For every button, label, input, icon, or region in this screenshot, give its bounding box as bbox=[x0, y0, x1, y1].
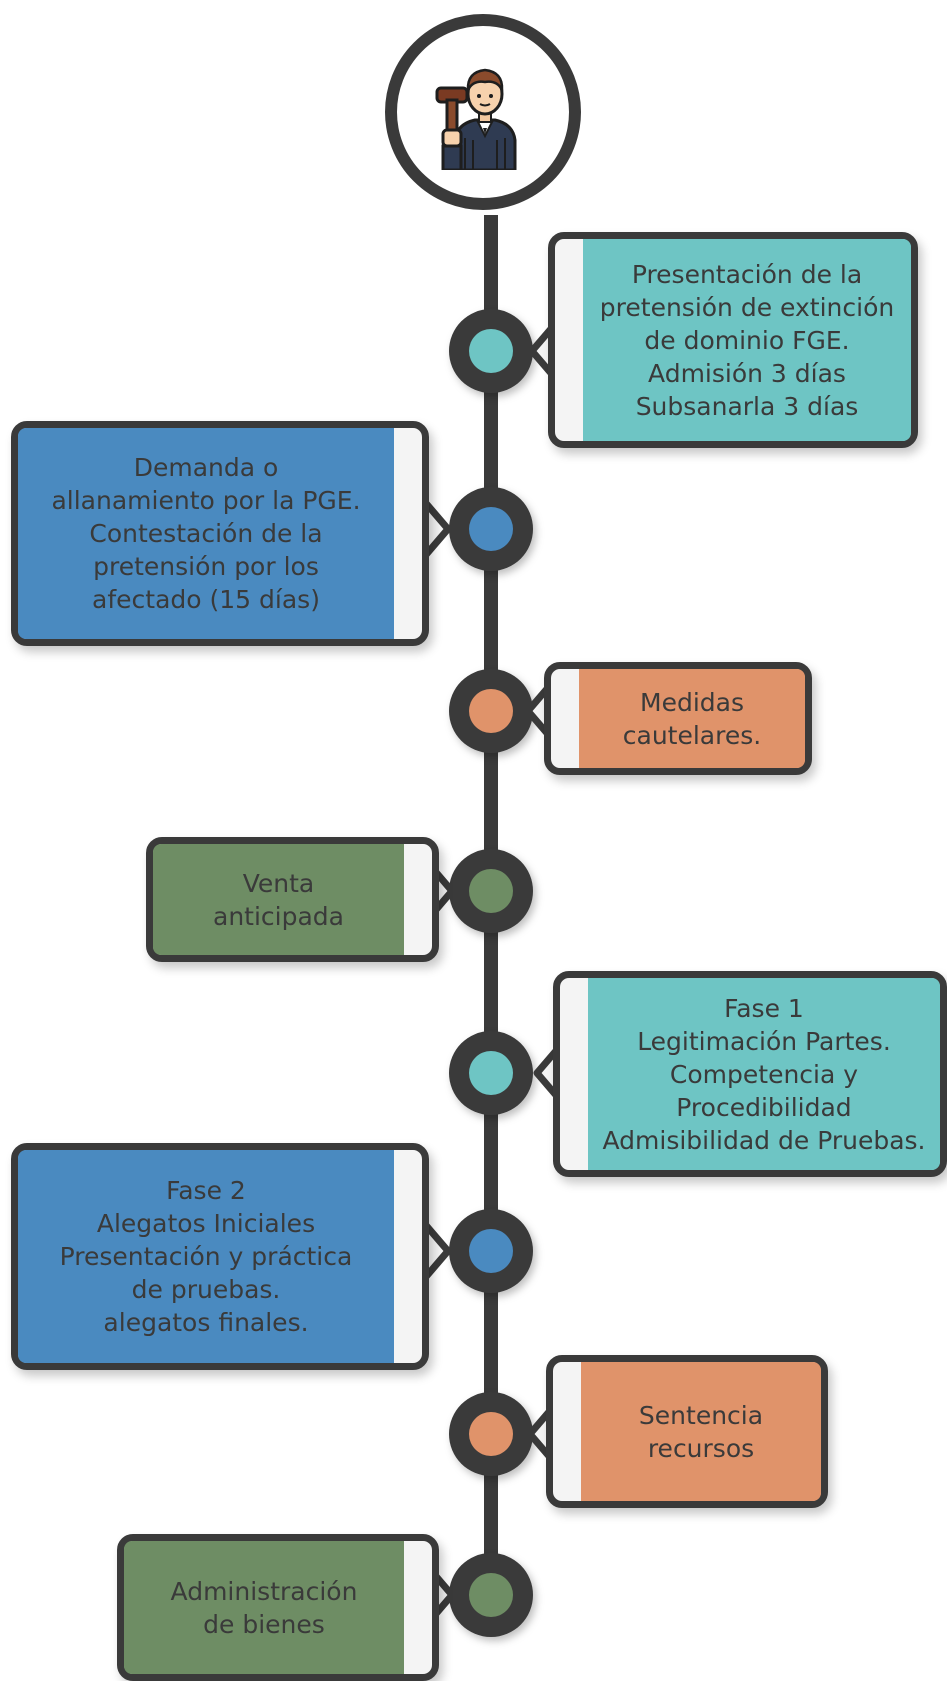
node-dot bbox=[469, 1229, 513, 1273]
step-card: Venta anticipada bbox=[146, 837, 439, 962]
node-dot bbox=[469, 1051, 513, 1095]
step-card: Presentación de la pretensión de extinci… bbox=[548, 232, 918, 448]
step-card-fill: Demanda o allanamiento por la PGE. Conte… bbox=[18, 428, 394, 639]
step-text: Fase 1 Legitimación Partes. Competencia … bbox=[602, 993, 926, 1155]
node-dot bbox=[469, 689, 513, 733]
timeline-node bbox=[449, 669, 533, 753]
step-card: Medidas cautelares. bbox=[544, 662, 812, 775]
timeline-node bbox=[449, 309, 533, 393]
timeline-node bbox=[449, 487, 533, 571]
step-text: Fase 2 Alegatos Iniciales Presentación y… bbox=[59, 1176, 353, 1337]
step-text: Presentación de la pretensión de extinci… bbox=[599, 259, 895, 421]
step-card-fill: Sentencia recursos bbox=[581, 1362, 821, 1501]
step-card-fill: Fase 1 Legitimación Partes. Competencia … bbox=[588, 978, 940, 1170]
step-card: Sentencia recursos bbox=[546, 1355, 828, 1508]
step-text: Venta anticipada bbox=[213, 868, 344, 931]
callout-pointer bbox=[421, 498, 452, 560]
step-card-fill: Presentación de la pretensión de extinci… bbox=[583, 239, 911, 441]
node-dot bbox=[469, 329, 513, 373]
step-card-fill: Venta anticipada bbox=[153, 844, 404, 955]
judge-avatar bbox=[385, 14, 581, 210]
step-text: Demanda o allanamiento por la PGE. Conte… bbox=[51, 453, 361, 614]
node-dot bbox=[469, 869, 513, 913]
step-card-fill: Administración de bienes bbox=[124, 1541, 404, 1674]
step-card: Fase 2 Alegatos Iniciales Presentación y… bbox=[11, 1143, 429, 1370]
step-card: Demanda o allanamiento por la PGE. Conte… bbox=[11, 421, 429, 646]
timeline-node bbox=[449, 1553, 533, 1637]
node-dot bbox=[469, 507, 513, 551]
timeline-node bbox=[449, 1392, 533, 1476]
step-card-fill: Medidas cautelares. bbox=[579, 669, 805, 768]
step-text: Administración de bienes bbox=[170, 1576, 358, 1639]
callout-pointer bbox=[421, 1220, 452, 1282]
judge-with-gavel-icon bbox=[435, 68, 517, 170]
step-card: Fase 1 Legitimación Partes. Competencia … bbox=[553, 971, 947, 1177]
timeline-node bbox=[449, 849, 533, 933]
node-dot bbox=[469, 1412, 513, 1456]
timeline-node bbox=[449, 1209, 533, 1293]
step-text: Medidas cautelares. bbox=[622, 687, 762, 750]
node-dot bbox=[469, 1573, 513, 1617]
step-text: Sentencia recursos bbox=[638, 1400, 764, 1463]
timeline-node bbox=[449, 1031, 533, 1115]
step-card-fill: Fase 2 Alegatos Iniciales Presentación y… bbox=[18, 1150, 394, 1363]
step-card: Administración de bienes bbox=[117, 1534, 439, 1681]
